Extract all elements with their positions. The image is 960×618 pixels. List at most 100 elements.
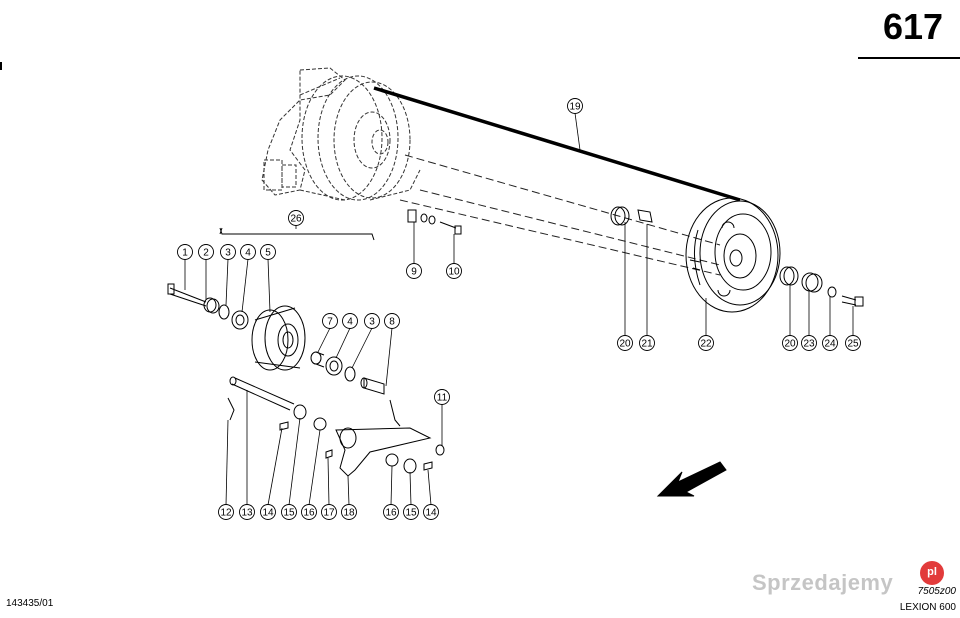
callout-label: 4 bbox=[245, 248, 251, 259]
tensioner-arm-18 bbox=[335, 399, 432, 477]
callout-4: 4 bbox=[240, 244, 256, 260]
callout-circle bbox=[782, 335, 798, 351]
callout-circle bbox=[288, 210, 304, 226]
callout-8: 8 bbox=[384, 313, 400, 329]
callout-label: 23 bbox=[803, 339, 815, 350]
callout-20: 20 bbox=[617, 335, 633, 351]
callout-label: 13 bbox=[241, 508, 253, 519]
callout-25: 25 bbox=[845, 335, 861, 351]
shaft-13 bbox=[229, 376, 295, 411]
callout-label: 14 bbox=[425, 508, 437, 519]
callout-circle bbox=[260, 244, 276, 260]
callout-3: 3 bbox=[220, 244, 236, 260]
drive-pulley-assembly bbox=[261, 67, 421, 201]
callout-label: 20 bbox=[619, 339, 631, 350]
washers-10 bbox=[420, 213, 462, 235]
washer-right bbox=[827, 286, 837, 298]
callout-circle bbox=[321, 504, 337, 520]
callout-label: 15 bbox=[283, 508, 295, 519]
callout-label: 19 bbox=[569, 102, 581, 113]
callout-13: 13 bbox=[239, 504, 255, 520]
callout-circle bbox=[198, 244, 214, 260]
callout-26: 26 bbox=[288, 210, 304, 226]
callout-17: 17 bbox=[321, 504, 337, 520]
callout-circle bbox=[218, 504, 234, 520]
callout-label: 8 bbox=[389, 317, 395, 328]
callout-circle bbox=[617, 335, 633, 351]
callout-circle bbox=[446, 263, 462, 279]
callout-11: 11 bbox=[434, 389, 450, 405]
callout-2: 2 bbox=[198, 244, 214, 260]
callout-circle bbox=[639, 335, 655, 351]
callout-label: 22 bbox=[700, 339, 712, 350]
shaft-hidden-lines bbox=[399, 154, 721, 276]
callout-circle bbox=[406, 263, 422, 279]
callout-label: 3 bbox=[225, 248, 231, 259]
callout-circle bbox=[403, 504, 419, 520]
callout-label: 2 bbox=[203, 248, 209, 259]
pin-8 bbox=[360, 377, 385, 395]
bearing-4b bbox=[325, 356, 343, 376]
callout-circle bbox=[423, 504, 439, 520]
bolt-1 bbox=[167, 283, 207, 307]
callout-circle bbox=[240, 244, 256, 260]
snap-ring-3b bbox=[344, 366, 356, 382]
spacer-7 bbox=[310, 351, 325, 368]
callout-label: 24 bbox=[824, 339, 836, 350]
bushing-15b bbox=[403, 458, 417, 474]
nut-11 bbox=[435, 444, 445, 456]
callout-circle bbox=[239, 504, 255, 520]
key bbox=[637, 209, 653, 223]
callout-label: 11 bbox=[437, 393, 448, 404]
callout-22: 22 bbox=[698, 335, 714, 351]
spacer-9 bbox=[407, 209, 417, 223]
callout-circle bbox=[341, 504, 357, 520]
callout-circle bbox=[342, 313, 358, 329]
callout-label: 18 bbox=[343, 508, 355, 519]
group-bracket-26 bbox=[219, 227, 375, 241]
callout-24: 24 bbox=[822, 335, 838, 351]
callout-3: 3 bbox=[364, 313, 380, 329]
callout-label: 7 bbox=[327, 317, 333, 328]
pin-17 bbox=[325, 449, 333, 459]
bushing-2 bbox=[203, 297, 220, 314]
callout-label: 16 bbox=[385, 508, 397, 519]
callout-16: 16 bbox=[301, 504, 317, 520]
callout-4: 4 bbox=[342, 313, 358, 329]
callout-label: 1 bbox=[182, 248, 188, 259]
watermark-badge: pl bbox=[920, 561, 944, 585]
callout-label: 4 bbox=[347, 317, 353, 328]
callout-18: 18 bbox=[341, 504, 357, 520]
cap bbox=[801, 272, 823, 293]
callout-21: 21 bbox=[639, 335, 655, 351]
bushing-left bbox=[610, 206, 630, 226]
callout-circle bbox=[384, 313, 400, 329]
cotter-12 bbox=[227, 397, 235, 421]
grease-nipple-14b bbox=[423, 461, 433, 471]
callout-label: 9 bbox=[411, 267, 417, 278]
callout-9: 9 bbox=[406, 263, 422, 279]
callout-circle bbox=[383, 504, 399, 520]
callout-19: 19 bbox=[567, 98, 583, 114]
callout-label: 15 bbox=[405, 508, 417, 519]
callout-circle bbox=[364, 313, 380, 329]
callout-circle bbox=[281, 504, 297, 520]
callout-label: 21 bbox=[641, 339, 653, 350]
callout-10: 10 bbox=[446, 263, 462, 279]
callout-20: 20 bbox=[782, 335, 798, 351]
callout-circle bbox=[845, 335, 861, 351]
callout-14: 14 bbox=[260, 504, 276, 520]
watermark-text: Sprzedajemy bbox=[752, 570, 894, 595]
callout-label: 26 bbox=[290, 214, 302, 225]
direction-arrow bbox=[656, 461, 727, 497]
callout-label: 5 bbox=[265, 248, 271, 259]
belt bbox=[373, 86, 741, 202]
callout-label: 25 bbox=[847, 339, 859, 350]
callout-14: 14 bbox=[423, 504, 439, 520]
callout-circle bbox=[177, 244, 193, 260]
callout-label: 16 bbox=[303, 508, 315, 519]
callout-circle bbox=[434, 389, 450, 405]
callout-label: 10 bbox=[448, 267, 460, 278]
callout-label: 14 bbox=[262, 508, 274, 519]
